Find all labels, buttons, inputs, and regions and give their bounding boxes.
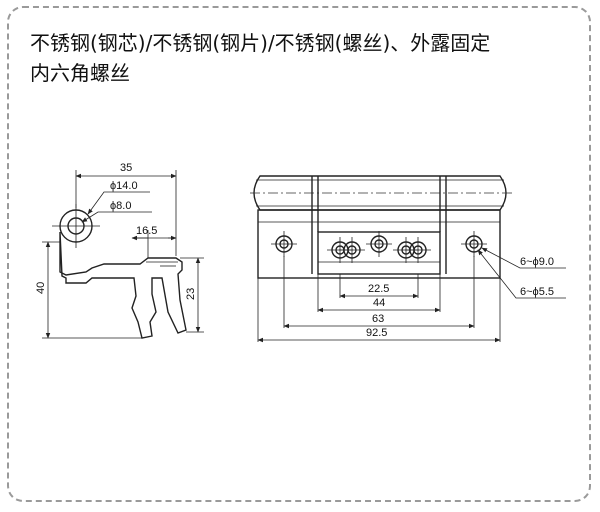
label-holes-9: 6~ϕ9.0 bbox=[520, 256, 554, 268]
dim-92-5: 92.5 bbox=[366, 327, 387, 339]
dim-height: 40 bbox=[35, 282, 47, 294]
dim-phi-8: ϕ8.0 bbox=[110, 200, 131, 212]
dim-phi-14: ϕ14.0 bbox=[110, 180, 138, 192]
dim-44: 44 bbox=[373, 297, 385, 309]
dim-depth: 16.5 bbox=[136, 225, 157, 237]
product-title: 不锈钢(钢芯)/不锈钢(钢片)/不锈钢(螺丝)、外露固定 内六角螺丝 bbox=[30, 31, 491, 85]
dim-22-5: 22.5 bbox=[368, 283, 389, 295]
side-view: 35 ϕ14.0 ϕ8.0 16.5 40 23 bbox=[35, 162, 204, 339]
leaf-plate bbox=[257, 209, 501, 279]
mounting-holes bbox=[271, 231, 487, 263]
front-view: 6~ϕ9.0 6~ϕ5.5 22.5 44 63 92.5 bbox=[250, 175, 566, 343]
dashed-frame bbox=[7, 6, 591, 502]
dim-inner-height: 23 bbox=[185, 288, 197, 300]
dim-width: 35 bbox=[120, 162, 132, 174]
dim-63: 63 bbox=[372, 313, 384, 325]
label-holes-5-5: 6~ϕ5.5 bbox=[520, 286, 554, 298]
hinge-profile bbox=[59, 231, 187, 339]
